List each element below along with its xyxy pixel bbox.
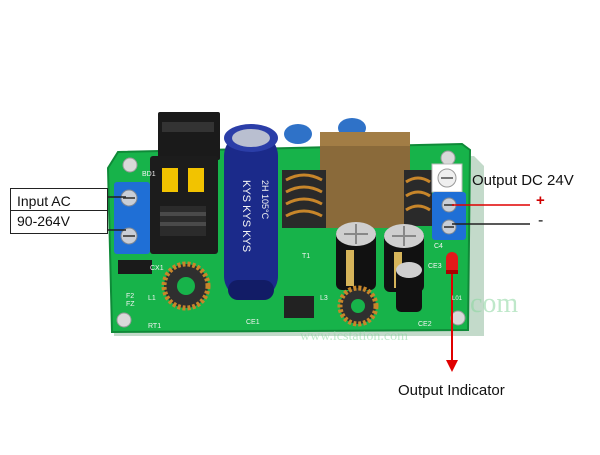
output-led xyxy=(446,252,458,274)
input-box-divider xyxy=(11,210,107,211)
output-capacitor-3 xyxy=(396,262,422,312)
capacitor-spec-text: 2H 105°C xyxy=(260,180,270,220)
output-terminal-block xyxy=(432,192,466,240)
silk-t1: T1 xyxy=(302,253,310,260)
silk-ce1: CE1 xyxy=(246,319,260,326)
y-capacitor-1 xyxy=(284,124,312,144)
toroid-inductor-output xyxy=(337,285,379,327)
ic-chip xyxy=(284,296,314,318)
silk-l01: L01 xyxy=(452,296,463,302)
output-positive-label: + xyxy=(536,192,545,209)
adjustment-potentiometer xyxy=(431,163,463,193)
silk-ce2: CE2 xyxy=(418,321,432,328)
silk-bd1: BD1 xyxy=(142,171,156,178)
input-ac-label-box: Input AC 90-264V xyxy=(10,188,108,234)
silk-ce3: CE3 xyxy=(428,263,442,270)
black-component xyxy=(158,112,220,160)
silk-fz: FZ xyxy=(126,301,135,308)
watermark-url: www.icstation.com xyxy=(300,329,408,344)
transformer xyxy=(282,132,432,228)
input-choke xyxy=(150,156,218,254)
output-indicator-label: Output Indicator xyxy=(398,382,505,399)
output-capacitor-1 xyxy=(336,222,376,290)
mounting-hole-bottom-right xyxy=(450,310,466,326)
input-ac-label: Input AC xyxy=(17,193,71,209)
input-voltage-range-label: 90-264V xyxy=(17,213,70,229)
toroid-inductor-input xyxy=(161,261,211,311)
capacitor-brand-text: KYS KYS KYS xyxy=(240,180,252,252)
silk-l1: L1 xyxy=(148,295,156,302)
silk-c4: C4 xyxy=(434,243,443,250)
silk-f2: F2 xyxy=(126,293,134,300)
indicator-arrow-head xyxy=(446,360,458,372)
output-voltage-label: Output DC 24V xyxy=(472,172,574,189)
mounting-hole-top-right xyxy=(440,150,456,166)
mounting-hole-top-left xyxy=(122,157,138,173)
bulk-capacitor: KYS KYS KYS 2H 105°C xyxy=(224,124,278,300)
silk-l3: L3 xyxy=(320,295,328,302)
watermark-text: com xyxy=(470,288,518,319)
output-negative-label: - xyxy=(538,212,544,229)
fuse xyxy=(118,260,152,274)
silk-rt1: RT1 xyxy=(148,323,161,330)
mounting-hole-bottom-left xyxy=(116,312,132,328)
silk-cx1: CX1 xyxy=(150,265,164,272)
